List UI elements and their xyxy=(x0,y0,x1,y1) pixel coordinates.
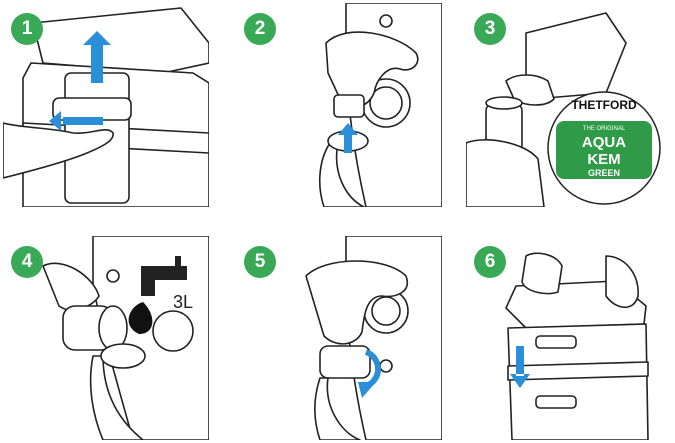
label-line-4: GREEN xyxy=(588,168,620,178)
cap xyxy=(320,346,370,378)
step-number-badge: 3 xyxy=(474,13,506,45)
spout-opening xyxy=(153,311,193,351)
toilet-body xyxy=(508,324,648,440)
label-line-1: THE ORIGINAL xyxy=(583,126,626,132)
step-number-badge: 2 xyxy=(244,13,276,45)
label-line-3: KEM xyxy=(587,151,620,168)
step-number-badge: 5 xyxy=(244,246,276,278)
handle xyxy=(536,396,576,408)
handle xyxy=(536,336,576,348)
hand-right xyxy=(606,256,638,307)
aqua-kem-label: THETFORD THE ORIGINAL AQUA KEM GREEN xyxy=(548,92,660,204)
toilet-lid xyxy=(33,8,209,73)
step-5-panel: 5 xyxy=(236,236,442,440)
step-3-panel: THETFORD THE ORIGINAL AQUA KEM GREEN 3 xyxy=(466,3,672,207)
spout-rim xyxy=(101,344,145,368)
volume-text: 3L xyxy=(173,292,193,312)
step-2-panel: 2 xyxy=(236,3,442,207)
screw xyxy=(107,270,119,282)
step-4-panel: 3L 4 xyxy=(3,236,209,440)
toilet-seam xyxy=(508,362,648,380)
hand-bottom xyxy=(466,140,544,207)
spout-ring xyxy=(372,297,400,325)
label-line-2: AQUA xyxy=(582,134,626,151)
hand-left xyxy=(522,253,562,293)
screw xyxy=(380,15,392,27)
hand xyxy=(43,263,99,310)
spout-rim xyxy=(486,97,522,109)
step-number-badge: 1 xyxy=(11,13,43,45)
cap xyxy=(334,95,364,117)
screw xyxy=(380,360,392,372)
step-number-badge: 4 xyxy=(11,246,43,278)
release-latch xyxy=(53,98,131,120)
spout-neck xyxy=(315,378,360,440)
step-number-badge: 6 xyxy=(474,246,506,278)
step-1-panel: 1 xyxy=(3,3,209,207)
step-6-panel: 6 xyxy=(466,236,672,440)
brand-text: THETFORD xyxy=(571,98,637,112)
